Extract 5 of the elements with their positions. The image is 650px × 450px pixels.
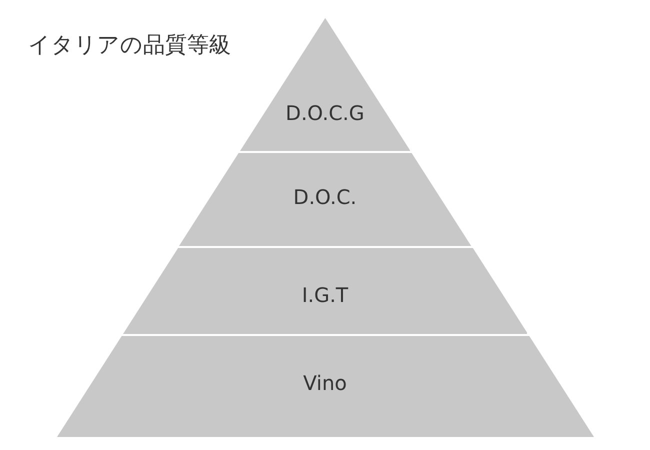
tier-label: I.G.T — [302, 283, 348, 307]
tier-label: Vino — [303, 371, 347, 395]
diagram-title: イタリアの品質等級 — [28, 32, 231, 60]
tier-label: D.O.C.G — [286, 101, 364, 125]
tier-label: D.O.C. — [293, 185, 357, 209]
